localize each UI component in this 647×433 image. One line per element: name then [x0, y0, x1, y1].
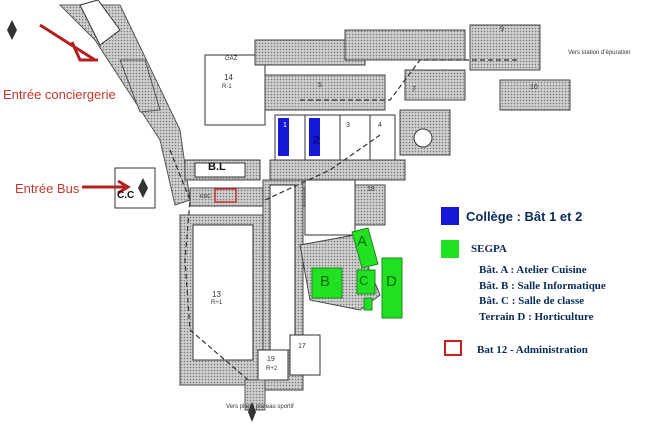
north-arrow-icon	[7, 20, 17, 40]
building-cc-label: C.C	[117, 190, 135, 201]
building-17	[289, 334, 321, 376]
building-9-number: 9	[500, 26, 504, 33]
round-building	[413, 128, 433, 148]
segpa-d-label: D	[386, 273, 397, 290]
legend-bat-a: Bât. A : Atelier Cuisine	[479, 264, 587, 276]
south-arrow-icon	[248, 402, 256, 422]
building-bl-label: B.L	[208, 161, 226, 173]
bus-marker-icon	[138, 178, 148, 198]
segpa-bat-b	[311, 267, 343, 299]
legend-college: Collège : Bât 1 et 2	[466, 209, 583, 224]
building-18-courtyard	[304, 179, 356, 236]
segpa-b-label: B	[320, 273, 331, 290]
legend-bat-c: Bât. C : Salle de classe	[479, 295, 585, 307]
path-north	[119, 59, 161, 113]
building-19-level: R+2	[266, 366, 278, 372]
building-18	[354, 184, 386, 226]
entree-conciergerie-arrow-icon	[39, 23, 96, 62]
gaz-label: GAZ	[225, 56, 238, 62]
segpa-terrain-d	[381, 257, 403, 319]
building-14-level: R-1	[222, 84, 232, 90]
segpa-bat-a	[351, 227, 379, 269]
vers-station-label: Vers station d'épuration	[568, 50, 631, 56]
legend-segpa: SEGPA	[471, 243, 507, 255]
building-5-corridor	[264, 74, 386, 111]
building-1-number: 1	[283, 122, 287, 129]
building-13-number: 13	[212, 290, 221, 299]
building-10-number: 10	[530, 84, 538, 91]
bat-12-administration	[214, 188, 237, 203]
legend-college-swatch	[441, 207, 459, 225]
building-19-number: 19	[267, 356, 275, 363]
building-10	[499, 79, 571, 111]
building-8-corridor	[344, 29, 466, 61]
route-dashes	[169, 59, 520, 391]
segpa-c-label: C	[359, 273, 369, 288]
college-bat-1	[278, 118, 289, 156]
building-7-number: 7	[412, 86, 416, 93]
segpa-bat-c	[356, 269, 376, 295]
building-3-number: 3	[346, 122, 350, 129]
segpa-a-label: A	[357, 233, 368, 250]
building-4-number: 4	[378, 122, 382, 129]
building-13	[192, 224, 254, 361]
building-2-number: 2	[313, 133, 320, 147]
building-17-number: 17	[298, 343, 306, 350]
entree-bus-label: Entrée Bus	[15, 181, 80, 196]
legend-bat-b: Bât. B : Salle Informatique	[479, 280, 606, 292]
building-14-number: 14	[224, 73, 233, 82]
rdc-label: RDC	[200, 194, 211, 200]
building-9	[469, 24, 541, 71]
buildings-1-4-block	[274, 114, 396, 161]
access-road	[58, 4, 191, 206]
building-18-number: 18	[367, 186, 375, 193]
building-14	[204, 54, 266, 126]
building-5-number: 5	[318, 82, 322, 89]
building-19	[257, 349, 289, 381]
vers-plage-label: Vers plage plateau sportif	[226, 404, 294, 410]
legend-terrain-d: Terrain D : Horticulture	[479, 311, 594, 323]
gatehouse	[79, 0, 121, 46]
legend-admin: Bat 12 - Administration	[477, 344, 588, 356]
legend-segpa-swatch	[441, 240, 459, 258]
building-7	[404, 69, 466, 101]
college-bat-2	[309, 118, 320, 156]
building-13-level: R+1	[211, 300, 223, 306]
entree-conciergerie-label: Entrée conciergerie	[3, 87, 116, 102]
south-walkway	[269, 159, 406, 181]
legend-admin-swatch	[444, 340, 462, 356]
